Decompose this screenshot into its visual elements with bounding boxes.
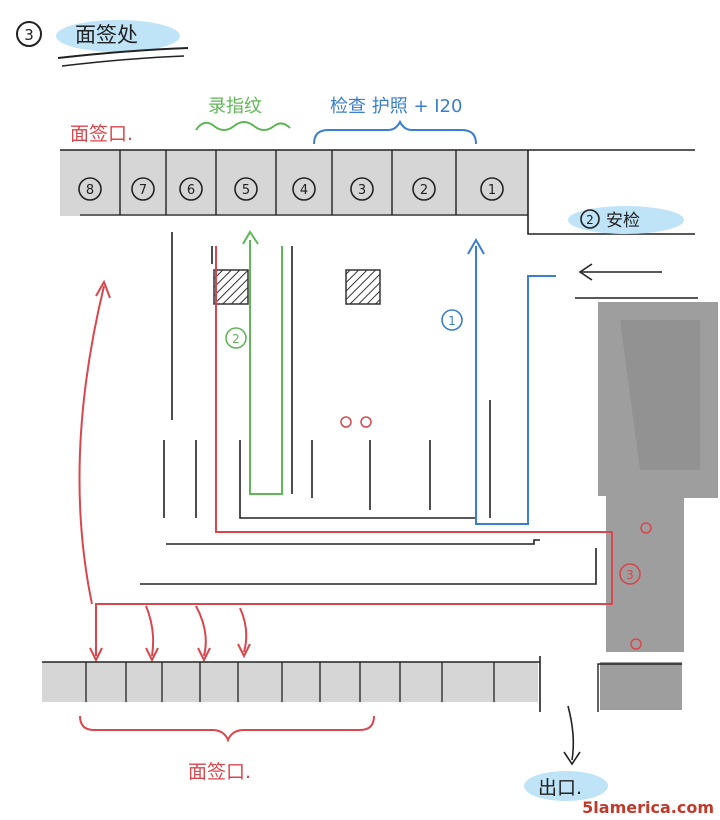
route-green-marker-circle xyxy=(225,327,247,349)
route-green-arrowhead xyxy=(242,230,259,245)
window-number-circle xyxy=(179,177,203,201)
route-green xyxy=(242,230,283,495)
route-red-arrowhead-down xyxy=(89,647,103,663)
route-green-path xyxy=(249,240,283,495)
window-number: 8 xyxy=(86,183,94,198)
route-green-marker: 2 xyxy=(232,332,240,346)
route-blue-marker-circle xyxy=(441,309,463,331)
page-title: 面签处 xyxy=(75,23,138,47)
watermark: 5lamerica.com xyxy=(582,798,714,817)
bottom-window-row xyxy=(85,662,495,702)
dot-marker xyxy=(640,522,652,534)
interview-window-label-top: 面签口. xyxy=(70,123,133,145)
window-number: 3 xyxy=(358,183,366,198)
fingerprint-machine-right xyxy=(345,269,381,305)
window-number: 4 xyxy=(300,183,308,198)
route-red-curve-up xyxy=(78,285,105,605)
security-wall xyxy=(527,150,695,235)
route-red xyxy=(78,246,613,663)
bottom-counter xyxy=(42,656,682,712)
check-passport-brace xyxy=(313,119,477,145)
exit-wall-block xyxy=(600,662,682,710)
route-red-branch xyxy=(145,605,155,657)
route-red-branch-head xyxy=(197,647,211,663)
dot-marker xyxy=(630,638,642,650)
window-number-circle xyxy=(234,177,258,201)
route-red-main xyxy=(95,246,613,656)
exit-wall-edge xyxy=(597,663,682,712)
window-number: 5 xyxy=(242,183,250,198)
window-number: 1 xyxy=(488,183,496,198)
entry-arrow-head xyxy=(578,263,593,281)
check-passport-label: 检查 护照 + I20 xyxy=(330,96,462,117)
window-number: 7 xyxy=(139,183,147,198)
queue-barriers xyxy=(140,232,597,585)
window-number-circle xyxy=(480,177,504,201)
window-number-circle xyxy=(292,177,316,201)
route-blue-path xyxy=(475,246,556,525)
route-red-marker-circle xyxy=(619,563,641,585)
dot-marker xyxy=(340,416,352,428)
security-area: 2 安检 xyxy=(568,206,698,299)
route-blue-marker: 1 xyxy=(448,314,456,328)
right-wall-block-shade xyxy=(620,320,700,470)
security-number: 2 xyxy=(586,213,594,227)
window-number-circle xyxy=(350,177,374,201)
route-blue xyxy=(467,237,556,525)
section-number: 3 xyxy=(24,26,34,44)
interview-window-brace-bottom xyxy=(79,715,375,743)
route-red-branch xyxy=(239,607,248,653)
barrier-corner xyxy=(239,440,476,519)
window-number: 6 xyxy=(187,183,195,198)
fingerprint-machine-left xyxy=(213,269,249,305)
security-label: 安检 xyxy=(606,211,640,231)
exit-label: 出口. xyxy=(538,777,582,799)
top-counter: 8 7 6 5 4 3 2 1 xyxy=(60,149,695,235)
window-number-circle xyxy=(131,177,155,201)
window-number-circle xyxy=(412,177,436,201)
bottom-counter-body xyxy=(42,662,538,702)
window-number-circle xyxy=(78,177,102,201)
fingerprint-brace xyxy=(195,121,291,131)
exit-arrow-head xyxy=(563,751,581,766)
security-number-circle xyxy=(580,209,600,229)
window-number: 2 xyxy=(420,183,428,198)
markers-dots xyxy=(340,416,652,650)
route-red-branch xyxy=(195,605,207,657)
route-red-branch-head xyxy=(145,647,159,663)
header: 3 面签处 xyxy=(16,20,189,67)
route-red-marker: 3 xyxy=(626,568,634,582)
route-blue-arrowhead xyxy=(467,237,485,255)
fingerprint-label: 录指纹 xyxy=(208,96,262,117)
title-highlight xyxy=(56,20,180,52)
barrier-lower xyxy=(140,548,597,585)
dot-marker xyxy=(360,416,372,428)
section-number-circle xyxy=(16,21,42,47)
top-window-row: 8 7 6 5 4 3 2 1 xyxy=(78,150,504,215)
exit-highlight xyxy=(524,771,608,801)
route-red-branch-head xyxy=(237,643,251,659)
title-underline-2 xyxy=(61,55,185,67)
interview-window-label-bottom: 面签口. xyxy=(188,761,251,783)
exit-arrow xyxy=(567,705,575,761)
title-underline xyxy=(57,47,189,59)
barrier-long xyxy=(166,539,540,545)
route-red-arrowhead-up xyxy=(95,279,111,299)
